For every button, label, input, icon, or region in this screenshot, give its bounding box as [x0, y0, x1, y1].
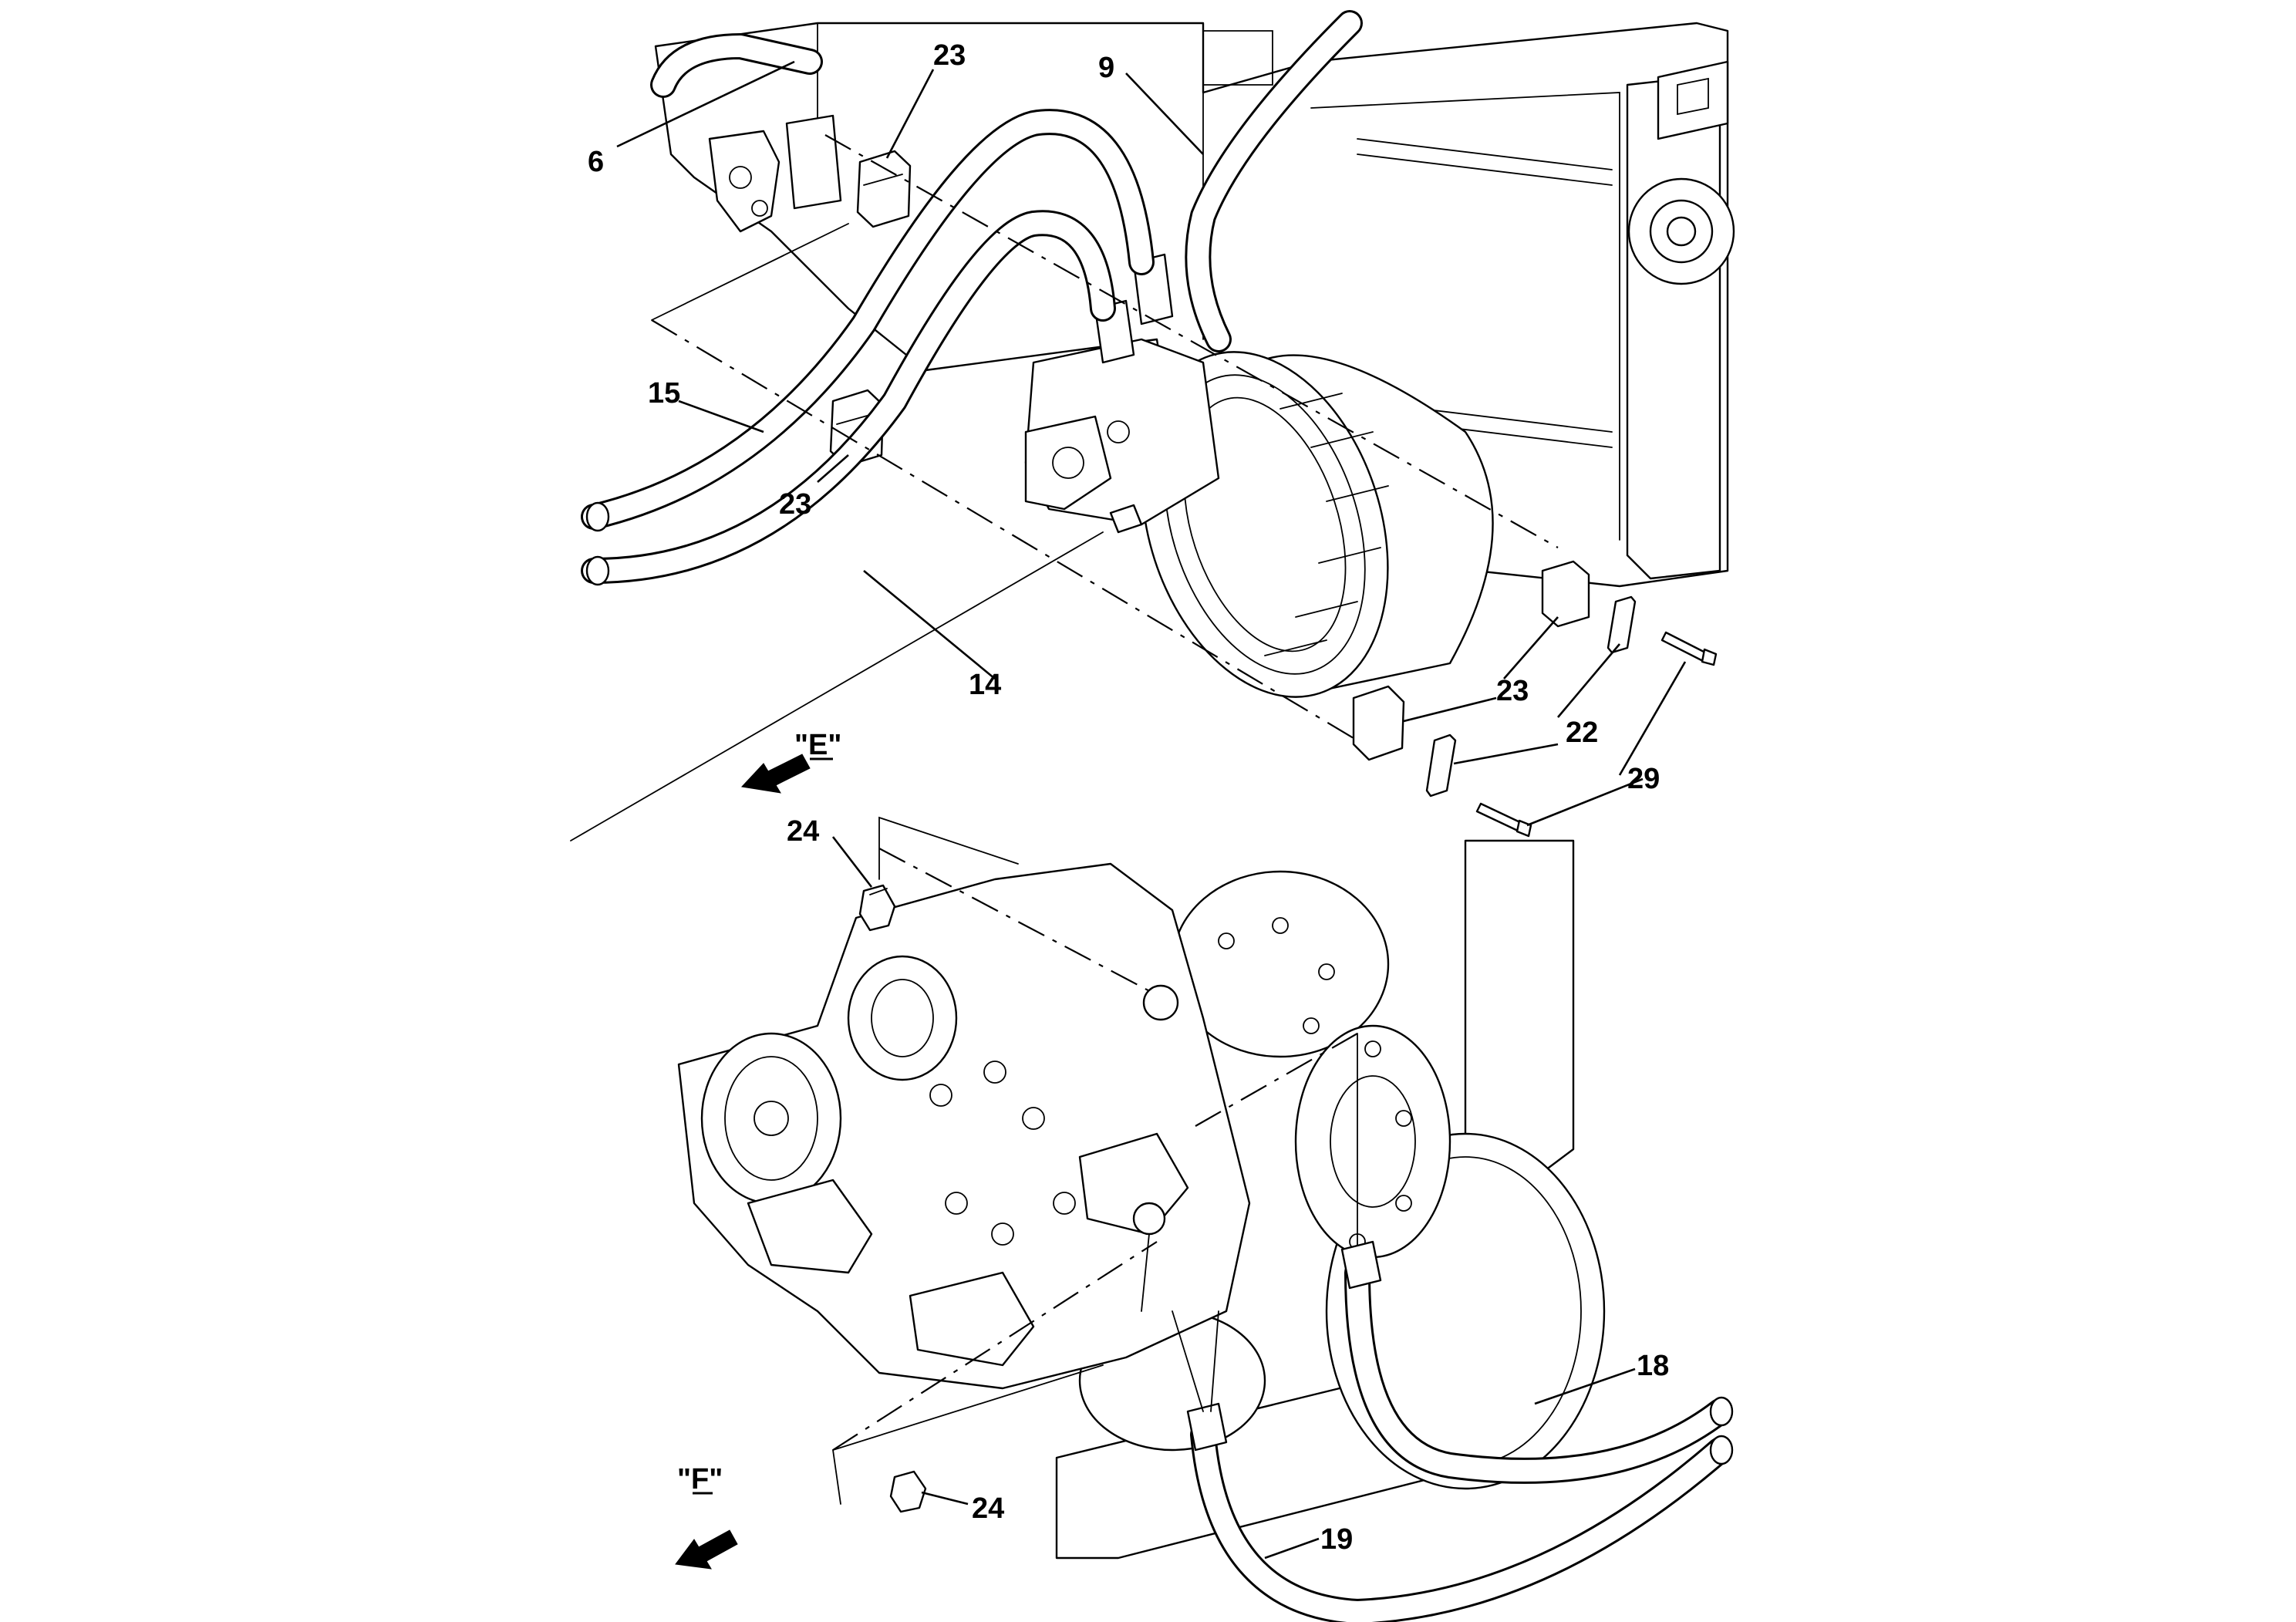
view-label-e: "E": [740, 729, 841, 794]
clamp-plate-22-bottom: [1425, 733, 1457, 798]
view-f-text: "F": [677, 1463, 723, 1496]
centerline-lower: [651, 319, 1358, 741]
callout-29-right: 29: [1627, 763, 1660, 795]
callout-23-right: 23: [1496, 675, 1529, 707]
test-port-24-upper: [858, 884, 896, 932]
test-port-24-lower: [889, 1470, 927, 1513]
callout-9: 9: [1098, 52, 1114, 84]
callout-23-left: 23: [779, 488, 811, 521]
centerline-upper: [824, 134, 1559, 548]
callout-24-upper: 24: [787, 815, 819, 848]
callout-14: 14: [969, 669, 1001, 701]
bolt-29-right: [1660, 631, 1710, 663]
left-pump-face: [700, 1032, 842, 1205]
view-separator-line: [570, 531, 1104, 841]
callout-22-right: 22: [1566, 717, 1598, 749]
clamp-half-23-bottom: [1352, 685, 1405, 761]
callout-15: 15: [648, 377, 680, 410]
callout-23-top: 23: [933, 39, 966, 72]
callout-labels: 6 23 9 15 23 14 23 22 29 24 24 18 19: [588, 39, 1669, 1556]
top-assembly: [570, 10, 1735, 841]
callout-19: 19: [1320, 1523, 1353, 1556]
clamp-half-23-right: [1541, 560, 1590, 628]
valve-block: [708, 130, 781, 233]
bolt-29-bottom: [1475, 802, 1525, 833]
callout-6: 6: [588, 146, 604, 178]
upper-pump-face: [847, 955, 958, 1081]
view-f-arrow: [675, 1529, 738, 1570]
callout-24-lower: 24: [972, 1492, 1004, 1525]
bottom-assembly: [677, 816, 1734, 1622]
right-bracket: [1626, 76, 1721, 580]
clamp-half-23-upper: [856, 150, 912, 228]
side-flange: [1294, 1024, 1451, 1259]
leader-lines: [616, 60, 1687, 1560]
view-e-arrow: [740, 754, 811, 794]
callout-18: 18: [1637, 1350, 1669, 1382]
clamp-plate-22-right: [1607, 595, 1637, 654]
view-label-f: "F": [675, 1463, 738, 1570]
